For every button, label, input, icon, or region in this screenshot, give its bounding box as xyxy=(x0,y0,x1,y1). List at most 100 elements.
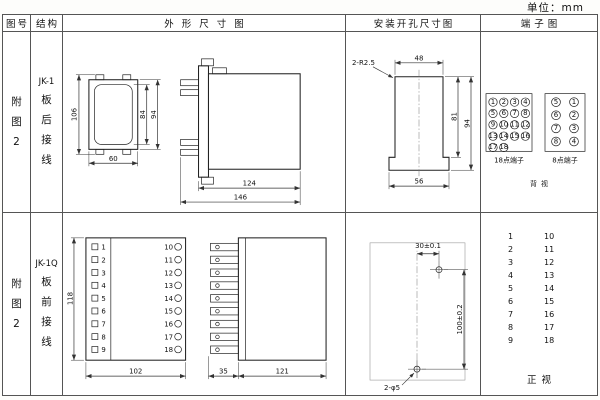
svg-text:17: 17 xyxy=(164,333,173,341)
row2-fig-label: 附图2 xyxy=(11,278,22,330)
dim-118-label: 118 xyxy=(66,292,74,305)
svg-text:18: 18 xyxy=(499,143,508,151)
dim-102-label: 102 xyxy=(129,368,142,376)
svg-text:9: 9 xyxy=(101,346,105,354)
svg-text:15: 15 xyxy=(164,308,173,316)
dim-106-label: 106 xyxy=(70,108,78,121)
svg-text:18: 18 xyxy=(164,346,173,354)
dim-60-label: 60 xyxy=(109,155,118,163)
svg-text:8: 8 xyxy=(554,137,558,145)
radius-note-label: 2-R2.5 xyxy=(352,59,375,67)
unit-label: 单位：mm xyxy=(527,2,584,14)
row1-fig-label: 附图2 xyxy=(11,96,22,148)
svg-text:3: 3 xyxy=(512,98,516,106)
row1-structure-cell: JK-1 板后接线 xyxy=(31,32,63,213)
hole-note-label: 2-φ5 xyxy=(384,384,400,392)
dim-56-label: 56 xyxy=(415,178,424,186)
svg-text:5: 5 xyxy=(101,295,105,303)
dim-124-label: 124 xyxy=(243,180,257,188)
svg-text:2: 2 xyxy=(502,98,506,106)
jk1-mounting-drawing: 2-R2.5 48 81 94 56 xyxy=(352,54,474,190)
svg-text:1: 1 xyxy=(491,98,495,106)
svg-text:2: 2 xyxy=(572,111,576,119)
svg-text:10: 10 xyxy=(164,244,173,252)
header-structure: 结构 xyxy=(31,15,63,32)
svg-text:13: 13 xyxy=(164,282,173,290)
header-mounting-dims: 安装开孔尺寸图 xyxy=(346,15,481,32)
row1-wiring-label: 板后接线 xyxy=(41,94,52,166)
svg-text:8: 8 xyxy=(523,109,527,117)
svg-text:8: 8 xyxy=(101,333,105,341)
svg-text:17: 17 xyxy=(489,143,498,151)
row1-model-label: JK-1 xyxy=(38,77,55,87)
svg-text:4: 4 xyxy=(101,282,106,290)
svg-text:9: 9 xyxy=(491,121,495,129)
rear-view-label: 背视 xyxy=(530,179,552,188)
row2-structure-cell: JK-1Q 板前接线 xyxy=(31,213,63,395)
header-fig-no: 图号 xyxy=(3,15,31,32)
terminal18-label: 18点端子 xyxy=(494,155,524,164)
dim-121-label: 121 xyxy=(276,368,289,376)
row1-mounting-cell: 2-R2.5 48 81 94 56 xyxy=(346,32,481,213)
svg-text:6: 6 xyxy=(101,308,105,316)
dim-30-label: 30±0.1 xyxy=(415,242,441,250)
dim-84-label: 84 xyxy=(139,110,147,119)
row1-outline-cell: 106 84 94 60 xyxy=(63,32,346,213)
svg-text:7: 7 xyxy=(101,321,105,329)
front-terminal-squares: 1 2 3 4 5 6 7 8 9 xyxy=(91,243,106,354)
svg-text:7: 7 xyxy=(512,109,516,117)
dim-94-label: 94 xyxy=(150,110,158,119)
svg-text:1: 1 xyxy=(572,98,576,106)
svg-text:4: 4 xyxy=(572,137,577,145)
dim-146-label: 146 xyxy=(234,194,247,202)
front-view-label: 正视 xyxy=(526,375,556,386)
row1-fig-cell: 附图2 xyxy=(3,32,31,213)
jk1-side-view: 124 146 xyxy=(180,58,301,206)
terminal-box-18 xyxy=(485,93,533,152)
dim-48-label: 48 xyxy=(415,54,424,62)
svg-text:16: 16 xyxy=(164,321,173,329)
svg-text:14: 14 xyxy=(164,295,173,303)
svg-text:12: 12 xyxy=(164,269,173,277)
svg-text:5: 5 xyxy=(491,109,495,117)
svg-text:11: 11 xyxy=(164,256,173,264)
svg-text:11: 11 xyxy=(510,121,519,129)
jk1-front-view: 106 84 94 60 xyxy=(70,74,161,167)
svg-text:2: 2 xyxy=(101,256,105,264)
svg-text:5: 5 xyxy=(554,98,558,106)
dim-100-label: 100±0.2 xyxy=(456,304,464,334)
header-outline-dims: 外形尺寸图 xyxy=(63,15,346,32)
jk1q-mounting-drawing: 30±0.1 100±0.2 2-φ5 xyxy=(369,242,468,392)
svg-text:13: 13 xyxy=(489,132,498,140)
svg-text:16: 16 xyxy=(521,132,530,140)
terminal-box-8 xyxy=(544,93,586,152)
svg-text:1: 1 xyxy=(101,244,105,252)
terminal8-label: 8点端子 xyxy=(552,155,577,164)
svg-text:3: 3 xyxy=(572,124,576,132)
jk1-cutout-shape xyxy=(388,69,450,178)
spec-table: 图号 结构 外形尺寸图 安装开孔尺寸图 端子图 附图2 JK-1 板后接线 10… xyxy=(2,14,598,396)
svg-text:6: 6 xyxy=(502,109,506,117)
svg-text:3: 3 xyxy=(101,269,105,277)
row2-mounting-cell: 30±0.1 100±0.2 2-φ5 xyxy=(346,213,481,395)
row2-wiring-label: 板前接线 xyxy=(41,276,52,348)
side-terminal-teeth xyxy=(210,242,239,354)
panel-outline xyxy=(369,242,466,381)
